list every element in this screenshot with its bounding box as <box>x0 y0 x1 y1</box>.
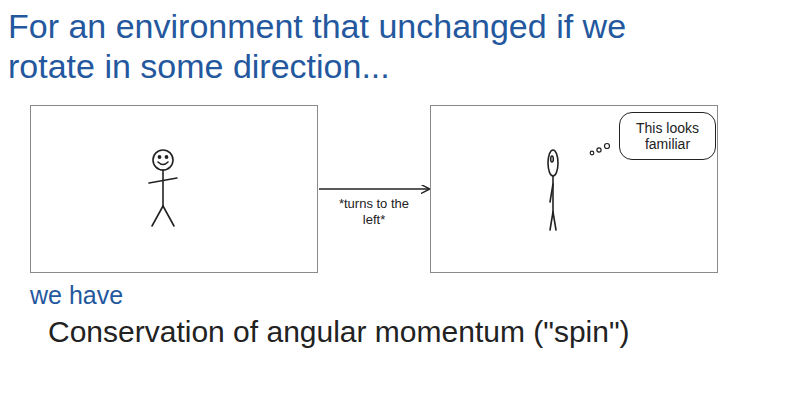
bubble-text: This looks familiar <box>626 120 709 152</box>
figure-leg <box>152 206 163 226</box>
thought-dots <box>590 144 609 155</box>
figure-head <box>548 150 558 176</box>
figure-eye <box>551 156 554 162</box>
arrow-label: *turns to the left* <box>332 196 416 228</box>
thought-dot <box>590 151 594 155</box>
figure-arms <box>149 178 177 183</box>
figure-eye <box>165 156 167 158</box>
figure-smile <box>158 162 168 165</box>
figure-head <box>153 150 173 170</box>
figure-body <box>162 170 164 206</box>
figure-eye <box>158 156 160 158</box>
figure-body <box>552 176 554 212</box>
scene-panel: This looks familiar <box>430 105 718 273</box>
speech-bubble: This looks familiar <box>619 112 716 160</box>
heading: For an environment that unchanged if we … <box>8 6 668 86</box>
figure-leg <box>550 212 553 230</box>
conclusion-text: Conservation of angular momentum ("spin"… <box>48 314 630 350</box>
lead-in-text: we have <box>30 280 123 310</box>
scene-panel <box>30 105 318 273</box>
figure-leg <box>553 212 556 230</box>
thought-dot <box>597 148 601 152</box>
standing-figure <box>149 150 177 226</box>
thought-dot <box>605 144 610 149</box>
transition-arrow <box>319 188 429 190</box>
figure-leg <box>163 206 174 226</box>
figure-arm <box>550 184 553 202</box>
side-figure <box>548 150 558 230</box>
